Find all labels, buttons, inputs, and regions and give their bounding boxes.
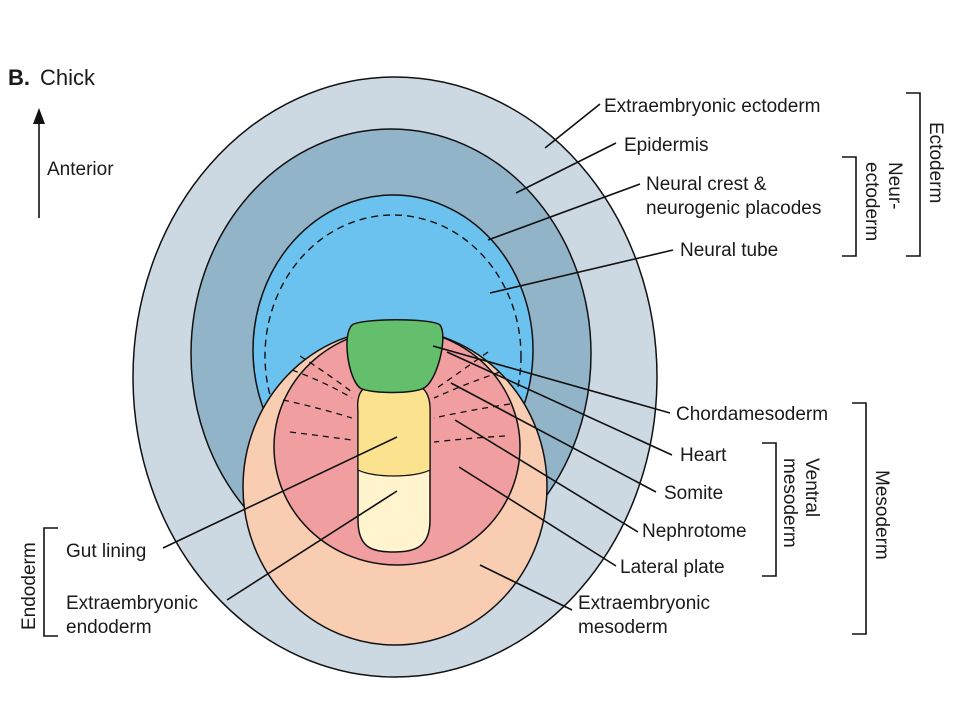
- leader-somite: [450, 382, 657, 493]
- leader-extraembryonic-mesoderm: [479, 564, 573, 611]
- label-extraembryonic-mesoderm-line1: Extraembryonic: [578, 593, 710, 614]
- group-label-ventral-mesoderm-line1: Ventral: [801, 458, 822, 517]
- group-label-neurectoderm-line2: ectoderm: [861, 162, 882, 241]
- bracket-endoderm: [43, 527, 58, 637]
- leader-extraembryonic-endoderm: [226, 490, 398, 601]
- subdivision-right-4: [433, 351, 489, 391]
- label-nephrotome: Nephrotome: [642, 521, 747, 542]
- gut-lining-region: [357, 381, 431, 477]
- label-gut-lining: Gut lining: [66, 541, 146, 562]
- subdivision-left-3: [289, 431, 353, 441]
- leader-extraembryonic-ectoderm: [544, 103, 601, 149]
- leader-neural-tube: [489, 249, 674, 294]
- label-somite: Somite: [664, 483, 723, 504]
- anterior-label: Anterior: [47, 159, 114, 180]
- leader-chordamesoderm: [432, 345, 671, 414]
- group-label-ectoderm: Ectoderm: [925, 122, 946, 203]
- label-extraembryonic-endoderm-line1: Extraembryonic: [66, 593, 198, 614]
- bracket-neurectoderm: [842, 156, 857, 257]
- group-brackets: [43, 92, 921, 637]
- leader-heart: [446, 351, 673, 456]
- leader-lateral-plate: [458, 466, 617, 567]
- leader-nephrotome: [454, 419, 639, 533]
- leader-gut-lining: [162, 436, 398, 549]
- panel-title: B. Chick: [8, 65, 96, 90]
- label-extraembryonic-mesoderm-line2: mesoderm: [578, 617, 668, 638]
- panel-letter: B.: [8, 65, 30, 90]
- group-label-endoderm: Endoderm: [19, 542, 40, 630]
- subdivision-right-3: [433, 435, 506, 443]
- label-heart: Heart: [680, 445, 727, 466]
- arrow-head-icon: [33, 108, 45, 124]
- panel-name: Chick: [40, 65, 96, 90]
- label-extraembryonic-ectoderm: Extraembryonic ectoderm: [604, 96, 820, 117]
- subdivision-left-1: [291, 369, 353, 399]
- label-extraembryonic-endoderm-line2: endoderm: [66, 617, 152, 638]
- leader-lines: [162, 103, 674, 611]
- leader-neural-crest: [487, 183, 641, 241]
- subdivision-left-2: [282, 399, 353, 419]
- anterior-arrow: [33, 108, 45, 218]
- subdivision-left-4: [299, 355, 353, 393]
- label-lateral-plate: Lateral plate: [620, 557, 725, 578]
- mesoderm-subdivisions: [282, 351, 511, 443]
- group-label-neurectoderm-line1: Neur-: [884, 162, 905, 210]
- label-neural-crest-line2: neurogenic placodes: [646, 198, 821, 219]
- label-neural-tube: Neural tube: [680, 240, 778, 261]
- group-label-ventral-mesoderm-line2: mesoderm: [779, 458, 800, 548]
- chordamesoderm-region: [346, 319, 444, 394]
- label-chordamesoderm: Chordamesoderm: [676, 404, 828, 425]
- label-neural-crest-line1: Neural crest &: [646, 174, 767, 195]
- bracket-mesoderm: [852, 402, 867, 635]
- group-label-mesoderm: Mesoderm: [871, 470, 892, 560]
- bracket-ventral-mesoderm: [762, 442, 777, 577]
- label-epidermis: Epidermis: [624, 135, 708, 156]
- neural-crest-boundary: [264, 214, 522, 498]
- subdivision-right-2: [433, 403, 511, 419]
- subdivision-right-1: [433, 371, 501, 399]
- bracket-ectoderm: [906, 92, 921, 257]
- leader-epidermis: [515, 142, 617, 194]
